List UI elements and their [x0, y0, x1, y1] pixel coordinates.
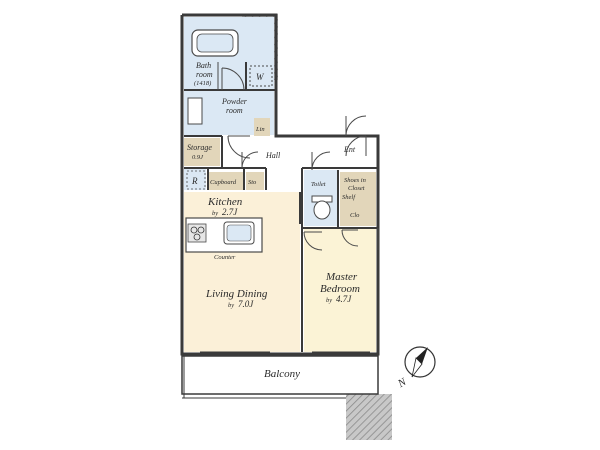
storage-room — [184, 138, 220, 166]
compass-needle-tail-icon — [411, 357, 423, 378]
bath-label-2: room — [196, 70, 213, 79]
stove — [187, 223, 207, 243]
fridge-label: R — [191, 176, 198, 186]
living-label: Living Dining — [205, 288, 268, 300]
shoes-closet — [340, 172, 376, 202]
entrance-label: Ent — [343, 145, 356, 154]
sto-label: Sto — [248, 179, 257, 186]
room-labels: Bath room (1418) W Powder room Lin Stora… — [187, 61, 366, 380]
door-swings — [221, 67, 379, 251]
bath-label: Bath — [196, 61, 211, 70]
exterior-walls — [180, 13, 380, 356]
kitchen-size-prefix: by — [212, 210, 218, 217]
kitchen-size: 2.7J — [222, 207, 238, 217]
living-size-prefix: by — [228, 302, 234, 309]
kitchen-label: Kitchen — [207, 196, 243, 208]
hall-label: Hall — [265, 151, 281, 160]
compass-north-label: N — [395, 376, 409, 391]
compass-needle-icon — [416, 347, 428, 364]
toilet-bowl — [313, 200, 331, 220]
powder-sink — [187, 97, 203, 125]
bathtub-inner — [196, 33, 234, 53]
stove-burner — [193, 233, 201, 241]
closet-label: Clo — [350, 212, 360, 219]
closet-room — [340, 202, 376, 226]
living-size: 7.0J — [238, 299, 254, 309]
master-label: Master — [325, 271, 358, 283]
storage-size: 0.9J — [192, 154, 204, 161]
master-size: 4.7J — [336, 294, 352, 304]
toilet-label: Toilet — [311, 181, 326, 188]
kitchen-sink-basin — [226, 224, 252, 242]
fridge-outline — [186, 170, 206, 190]
shoes-label-3: Shelf — [342, 194, 356, 201]
sto-shelf — [246, 172, 264, 190]
cupboard-label: Cupboard — [210, 179, 237, 186]
powder-label-2: room — [226, 106, 243, 115]
washer-label: W — [256, 72, 265, 82]
storage-label: Storage — [187, 143, 212, 152]
powder-label: Powder — [221, 97, 248, 106]
cupboard-shelf — [208, 172, 244, 190]
kitchen-living-room — [184, 192, 300, 352]
balcony-label: Balcony — [264, 368, 300, 380]
linen-cupboard — [254, 118, 270, 136]
stove-burner — [197, 226, 205, 234]
structural-column-bottom — [346, 394, 392, 440]
bath-label-3: (1418) — [194, 80, 211, 87]
master-size-prefix: by — [326, 297, 332, 304]
counter-label: Counter — [214, 254, 236, 261]
master-label-2: Bedroom — [320, 283, 360, 295]
shoes-label: Shoes in — [344, 177, 366, 184]
compass: N — [395, 346, 436, 391]
shoes-label-2: Closet — [348, 185, 365, 192]
interior-walls — [184, 62, 378, 352]
fridge-space — [184, 168, 206, 190]
compass-ring — [404, 346, 436, 378]
balcony — [181, 355, 379, 395]
linen-label: Lin — [255, 126, 265, 133]
washer-space — [249, 65, 273, 87]
stove-burner — [190, 226, 198, 234]
